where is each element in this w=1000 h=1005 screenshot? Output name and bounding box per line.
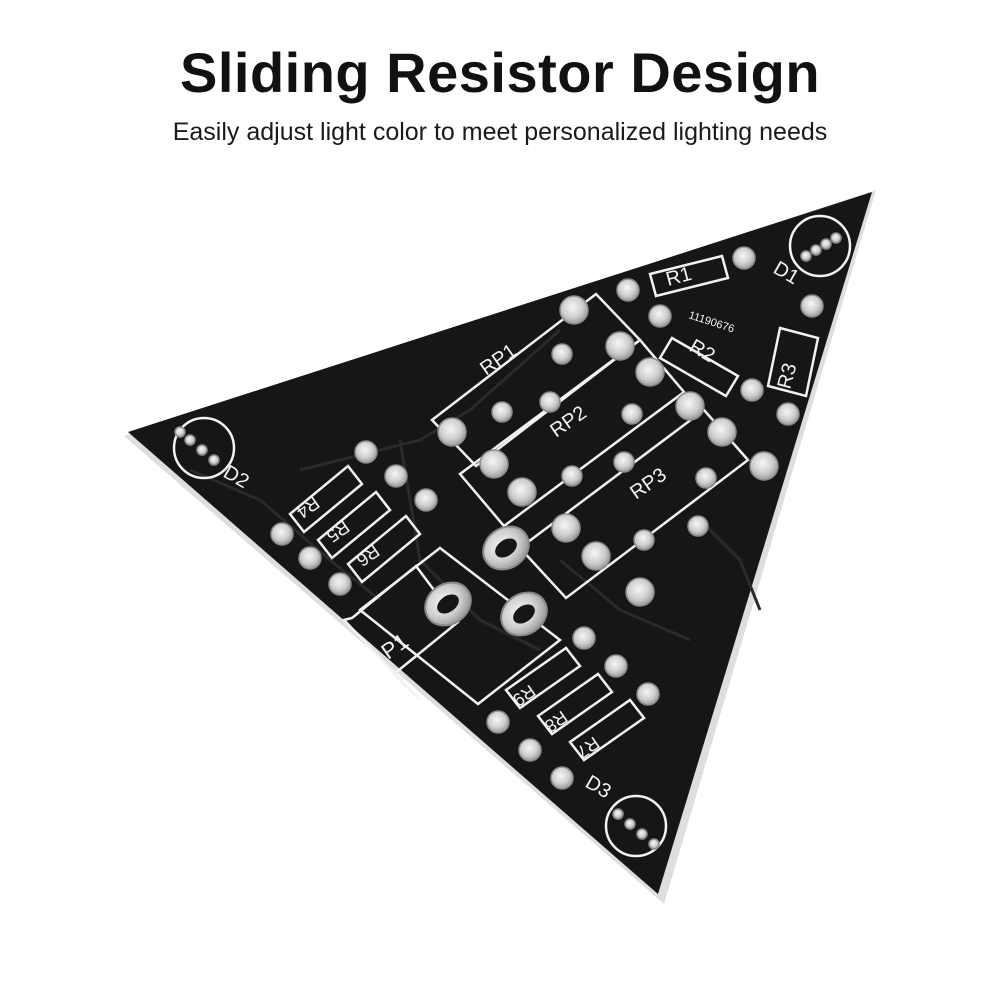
headline-title: Sliding Resistor Design <box>179 41 821 104</box>
silkscreen-outlines <box>172 214 852 858</box>
solder-pads <box>174 232 842 850</box>
headline-subtitle: Easily adjust light color to meet person… <box>172 118 828 146</box>
